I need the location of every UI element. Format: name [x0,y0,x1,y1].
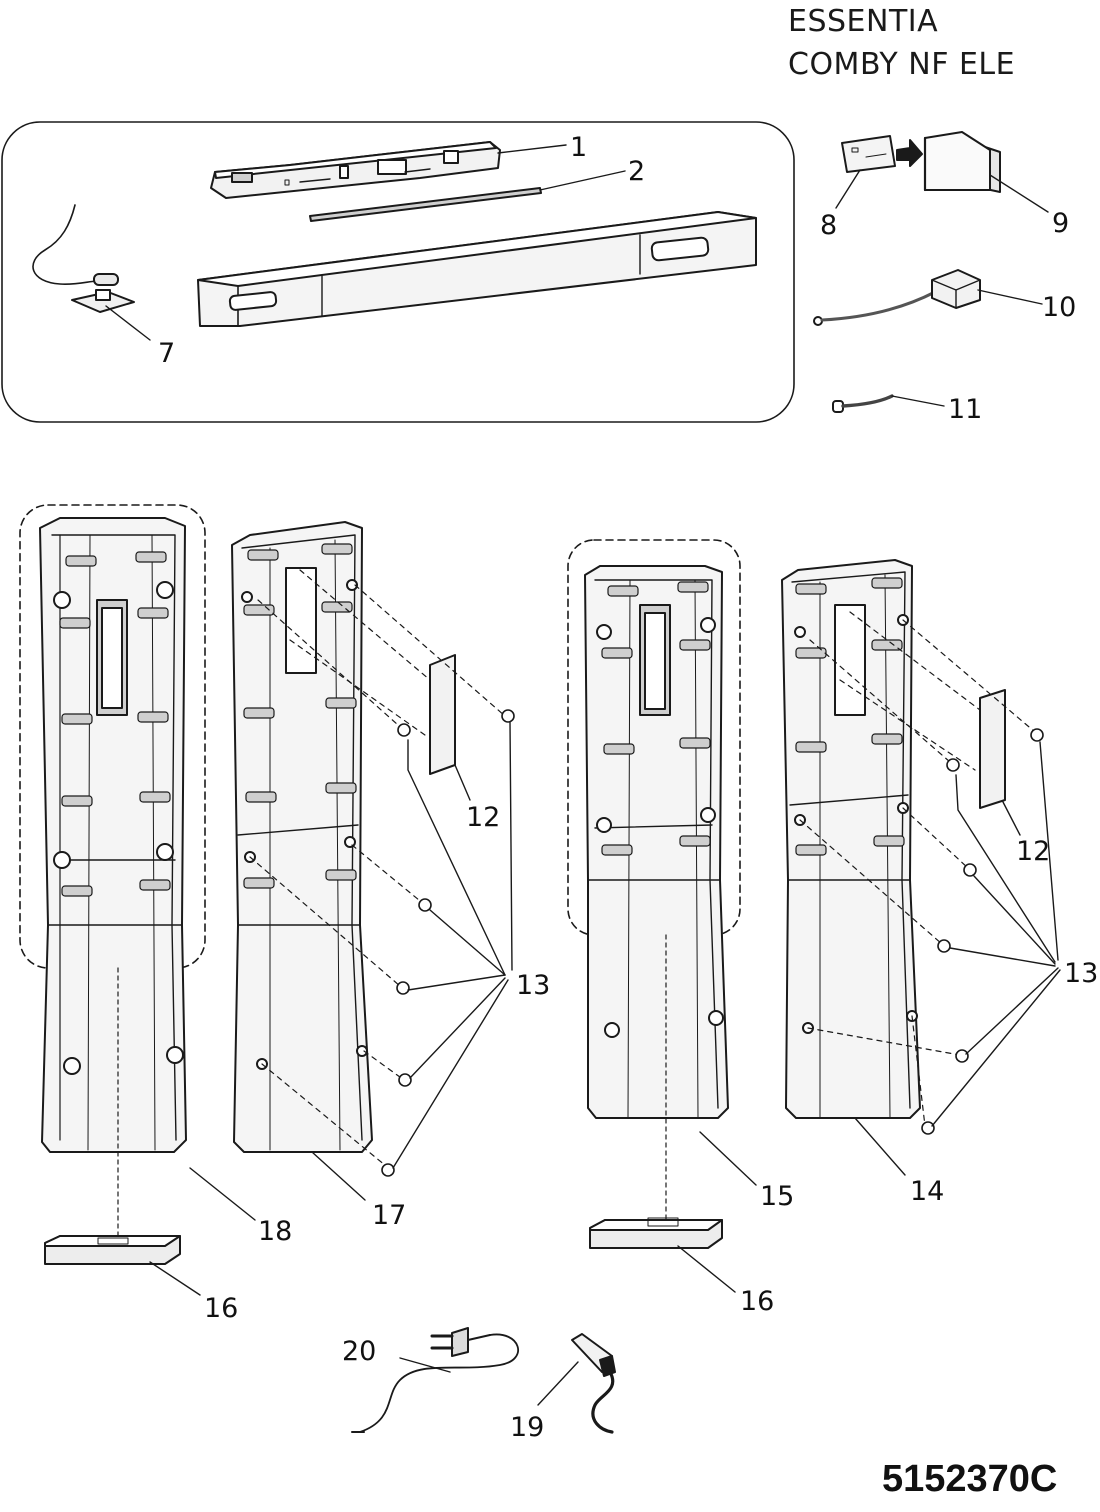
panel-15-rear [584,565,729,1119]
panel-14-rear [781,559,921,1119]
leader-20 [399,1357,451,1373]
part-7-door-sensor [32,204,135,313]
callout-16-left: 16 [204,1293,238,1324]
callout-17: 17 [372,1200,406,1231]
leader-16-left [149,1261,201,1296]
callout-20: 20 [342,1336,376,1367]
top-group-frame [1,121,795,423]
leader-15 [699,1131,757,1186]
part-8-card [841,135,896,173]
callout-18: 18 [258,1216,292,1247]
callout-13-right: 13 [1064,958,1098,989]
title-line-2: COMBY NF ELE [788,47,1016,82]
callout-8: 8 [820,210,837,241]
callout-19: 19 [510,1412,544,1443]
assembly-lines-left [249,569,506,1167]
part-19-capacitor [571,1333,616,1434]
leader-12-right [1002,801,1021,836]
part-1-control-board [210,141,501,199]
leader-11 [891,395,945,407]
callout-16-right: 16 [740,1286,774,1317]
part-10-sensor-cable [813,269,981,326]
callout-12-right: 12 [1016,836,1050,867]
leader-18 [189,1167,256,1221]
assembly-lines-right [799,611,1036,1127]
callout-14: 14 [910,1176,944,1207]
part-12-cover-right [979,689,1006,809]
panel-18-rear [39,517,187,1153]
callout-12-left: 12 [466,802,500,833]
callout-labels: 1 2 7 8 9 10 11 12 12 13 13 14 15 16 16 … [158,132,1098,1443]
panel-17-rear [231,521,373,1153]
callout-1: 1 [570,132,587,163]
part-9-module [923,131,1001,193]
leader-7 [105,305,151,341]
part-16-bracket-right [589,1217,723,1249]
leader-1 [497,144,567,154]
leader-12-left [454,764,471,801]
callout-15: 15 [760,1181,794,1212]
leader-16-right [677,1245,736,1293]
callout-9: 9 [1052,208,1069,239]
screws-13-left [381,709,515,1177]
leader-9 [989,174,1049,213]
callout-11: 11 [948,394,982,425]
part-16-bracket-left [44,1235,181,1265]
leader-17 [311,1151,366,1201]
leader-19 [537,1361,579,1406]
callout-13-left: 13 [516,970,550,1001]
leader-2 [539,170,626,191]
leader-14 [854,1117,906,1176]
part-20-power-cord [351,1327,519,1433]
leader-10 [977,289,1043,305]
insert-arrow [896,139,923,167]
leaders-13-left [392,721,513,1169]
drawing-code: 5152370C [882,1458,1058,1500]
callout-7: 7 [158,338,175,369]
leader-8 [835,169,861,209]
door-handle-profile [197,211,757,327]
screws-13-right [921,728,1044,1135]
part-2-strip [309,187,542,222]
title-line-1: ESSENTIA [788,4,939,39]
leaders-13-right [931,741,1061,1127]
part-11-probe [832,394,894,413]
callout-2: 2 [628,156,645,187]
part-12-cover-left [429,654,456,775]
callout-10: 10 [1042,292,1076,323]
